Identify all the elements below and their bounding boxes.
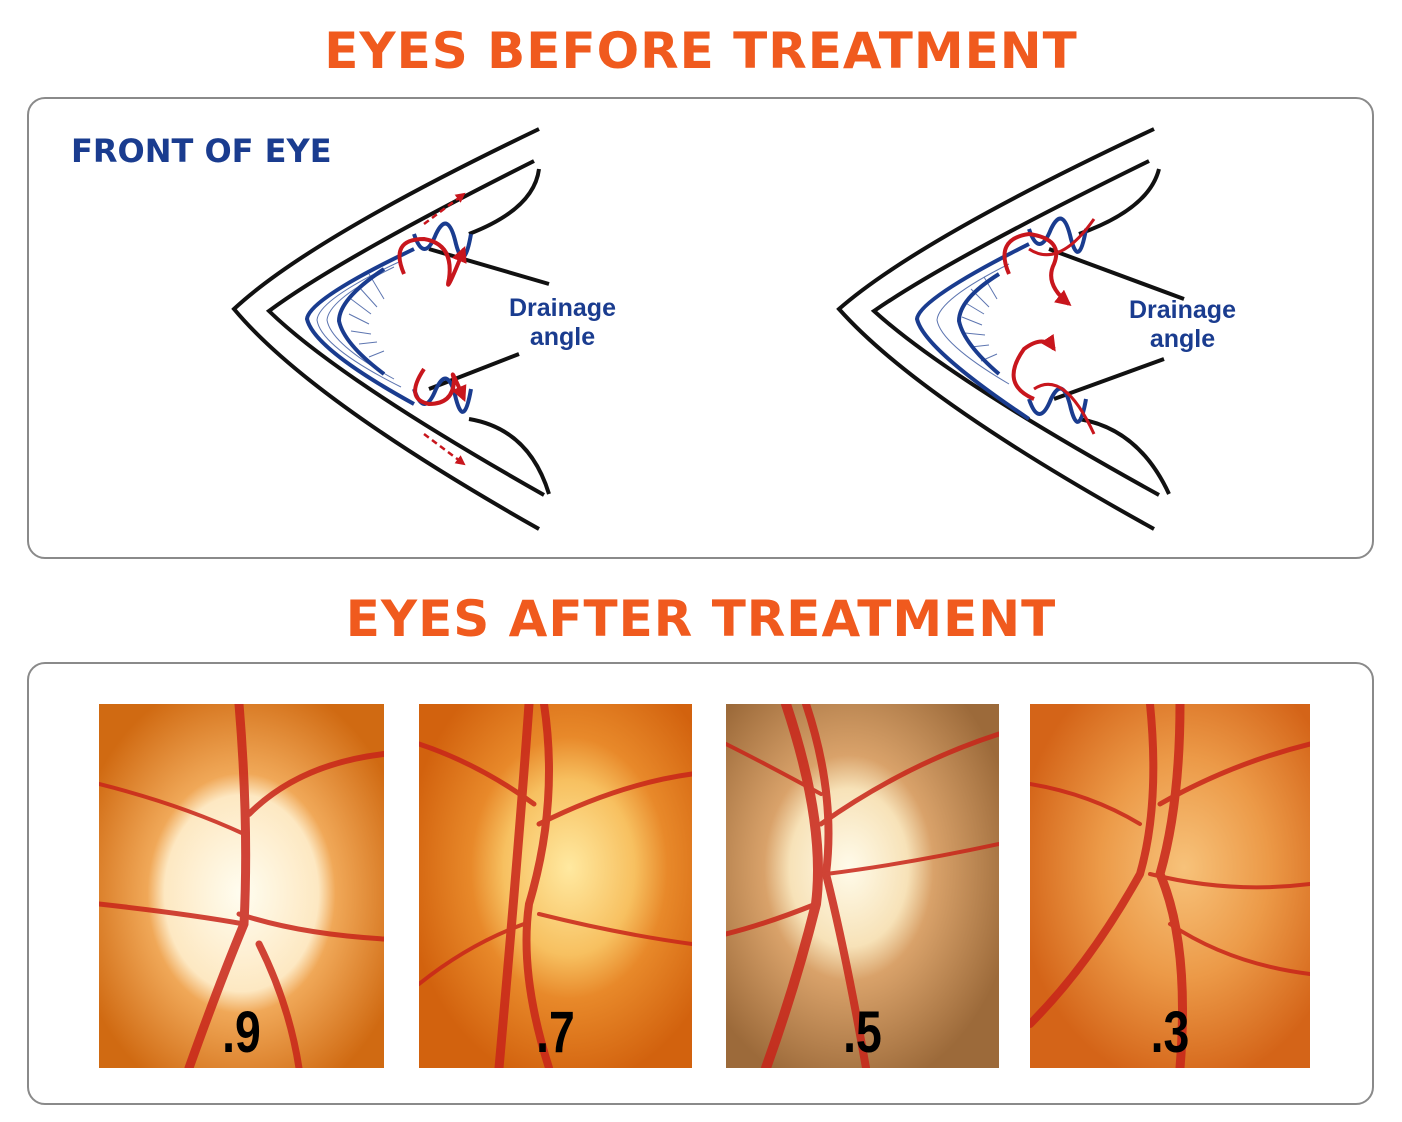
closed-angle-diagram: Drainage angle [799, 99, 1299, 544]
drainage-label-line1: Drainage [1129, 296, 1236, 324]
eye-cross-section-illustration [231, 127, 551, 531]
cup-disc-ratio-label: .5 [843, 1000, 882, 1065]
cup-disc-ratio-label: .7 [536, 1000, 575, 1065]
open-angle-diagram: Drainage angle [189, 99, 689, 544]
drainage-angle-label: Drainage angle [1129, 296, 1236, 354]
optic-disc-photo [419, 704, 692, 1068]
optic-disc-photo [1030, 704, 1310, 1068]
fundus-image-2: .7 [419, 704, 692, 1068]
after-treatment-title: EYES AFTER TREATMENT [345, 590, 1057, 648]
cup-disc-ratio-label: .9 [222, 1000, 261, 1065]
optic-nerve-panel: .9 .7 [27, 662, 1374, 1105]
optic-disc-photo [726, 704, 999, 1068]
before-treatment-title: EYES BEFORE TREATMENT [324, 22, 1078, 80]
fundus-image-4: .3 [1030, 704, 1310, 1068]
fundus-image-1: .9 [99, 704, 384, 1068]
front-of-eye-label: FRONT OF EYE [71, 132, 332, 170]
drainage-label-line2: angle [1149, 325, 1216, 353]
drainage-angle-label: Drainage angle [509, 294, 616, 352]
front-of-eye-panel: FRONT OF EYE [27, 97, 1374, 559]
drainage-label-line1: Drainage [509, 294, 616, 322]
eye-cross-section-illustration [836, 127, 1185, 531]
optic-disc-photo [99, 704, 384, 1068]
drainage-label-line2: angle [529, 323, 596, 351]
fundus-image-3: .5 [726, 704, 999, 1068]
cup-disc-ratio-label: .3 [1150, 1000, 1190, 1065]
